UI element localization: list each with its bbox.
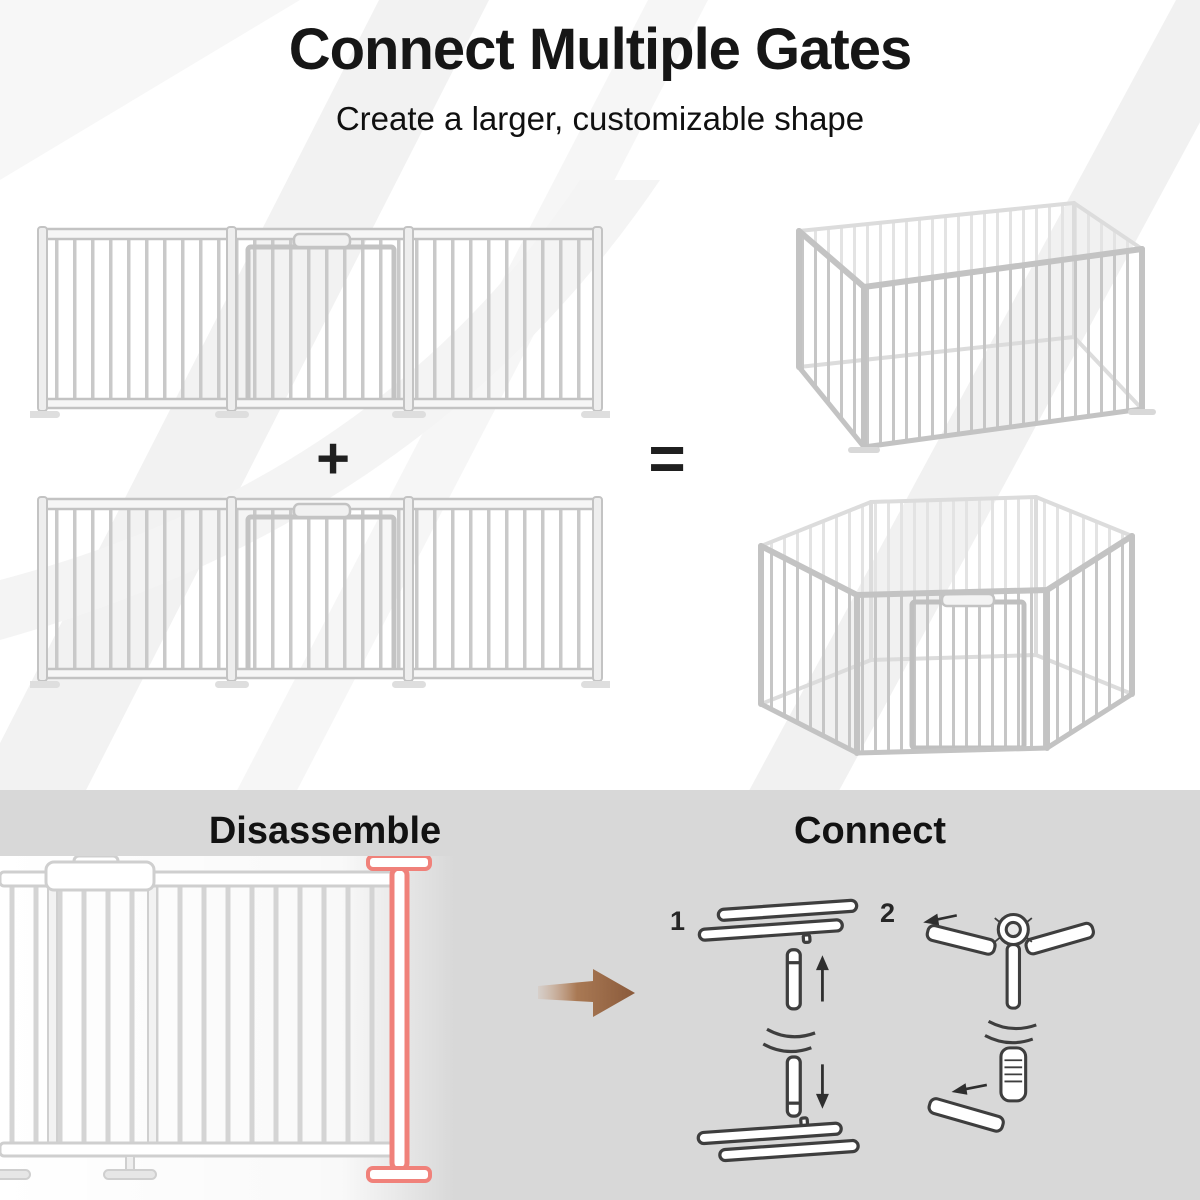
disassemble-heading: Disassemble — [208, 810, 442, 852]
transform-arrow-icon — [538, 966, 638, 1022]
disassemble-gate-illustration — [0, 856, 455, 1200]
how-to-section: Disassemble Connect — [0, 790, 1200, 1200]
hexagonal-playpen-illustration — [726, 478, 1154, 776]
step-1-number: 1 — [670, 906, 686, 936]
equals-operator: = — [648, 422, 686, 494]
flat-gate-1-illustration — [30, 213, 610, 430]
rail-insertion-detail-illustration — [690, 898, 868, 1166]
hinge-connector-detail-illustration — [902, 888, 1114, 1168]
flat-gate-2-illustration — [30, 483, 610, 700]
rectangular-playpen-illustration — [744, 189, 1156, 472]
page-subtitle: Create a larger, customizable shape — [335, 100, 865, 137]
page-title: Connect Multiple Gates — [288, 17, 913, 82]
connect-heading: Connect — [794, 810, 946, 852]
plus-operator: + — [316, 426, 350, 491]
step-2-number: 2 — [880, 898, 896, 928]
